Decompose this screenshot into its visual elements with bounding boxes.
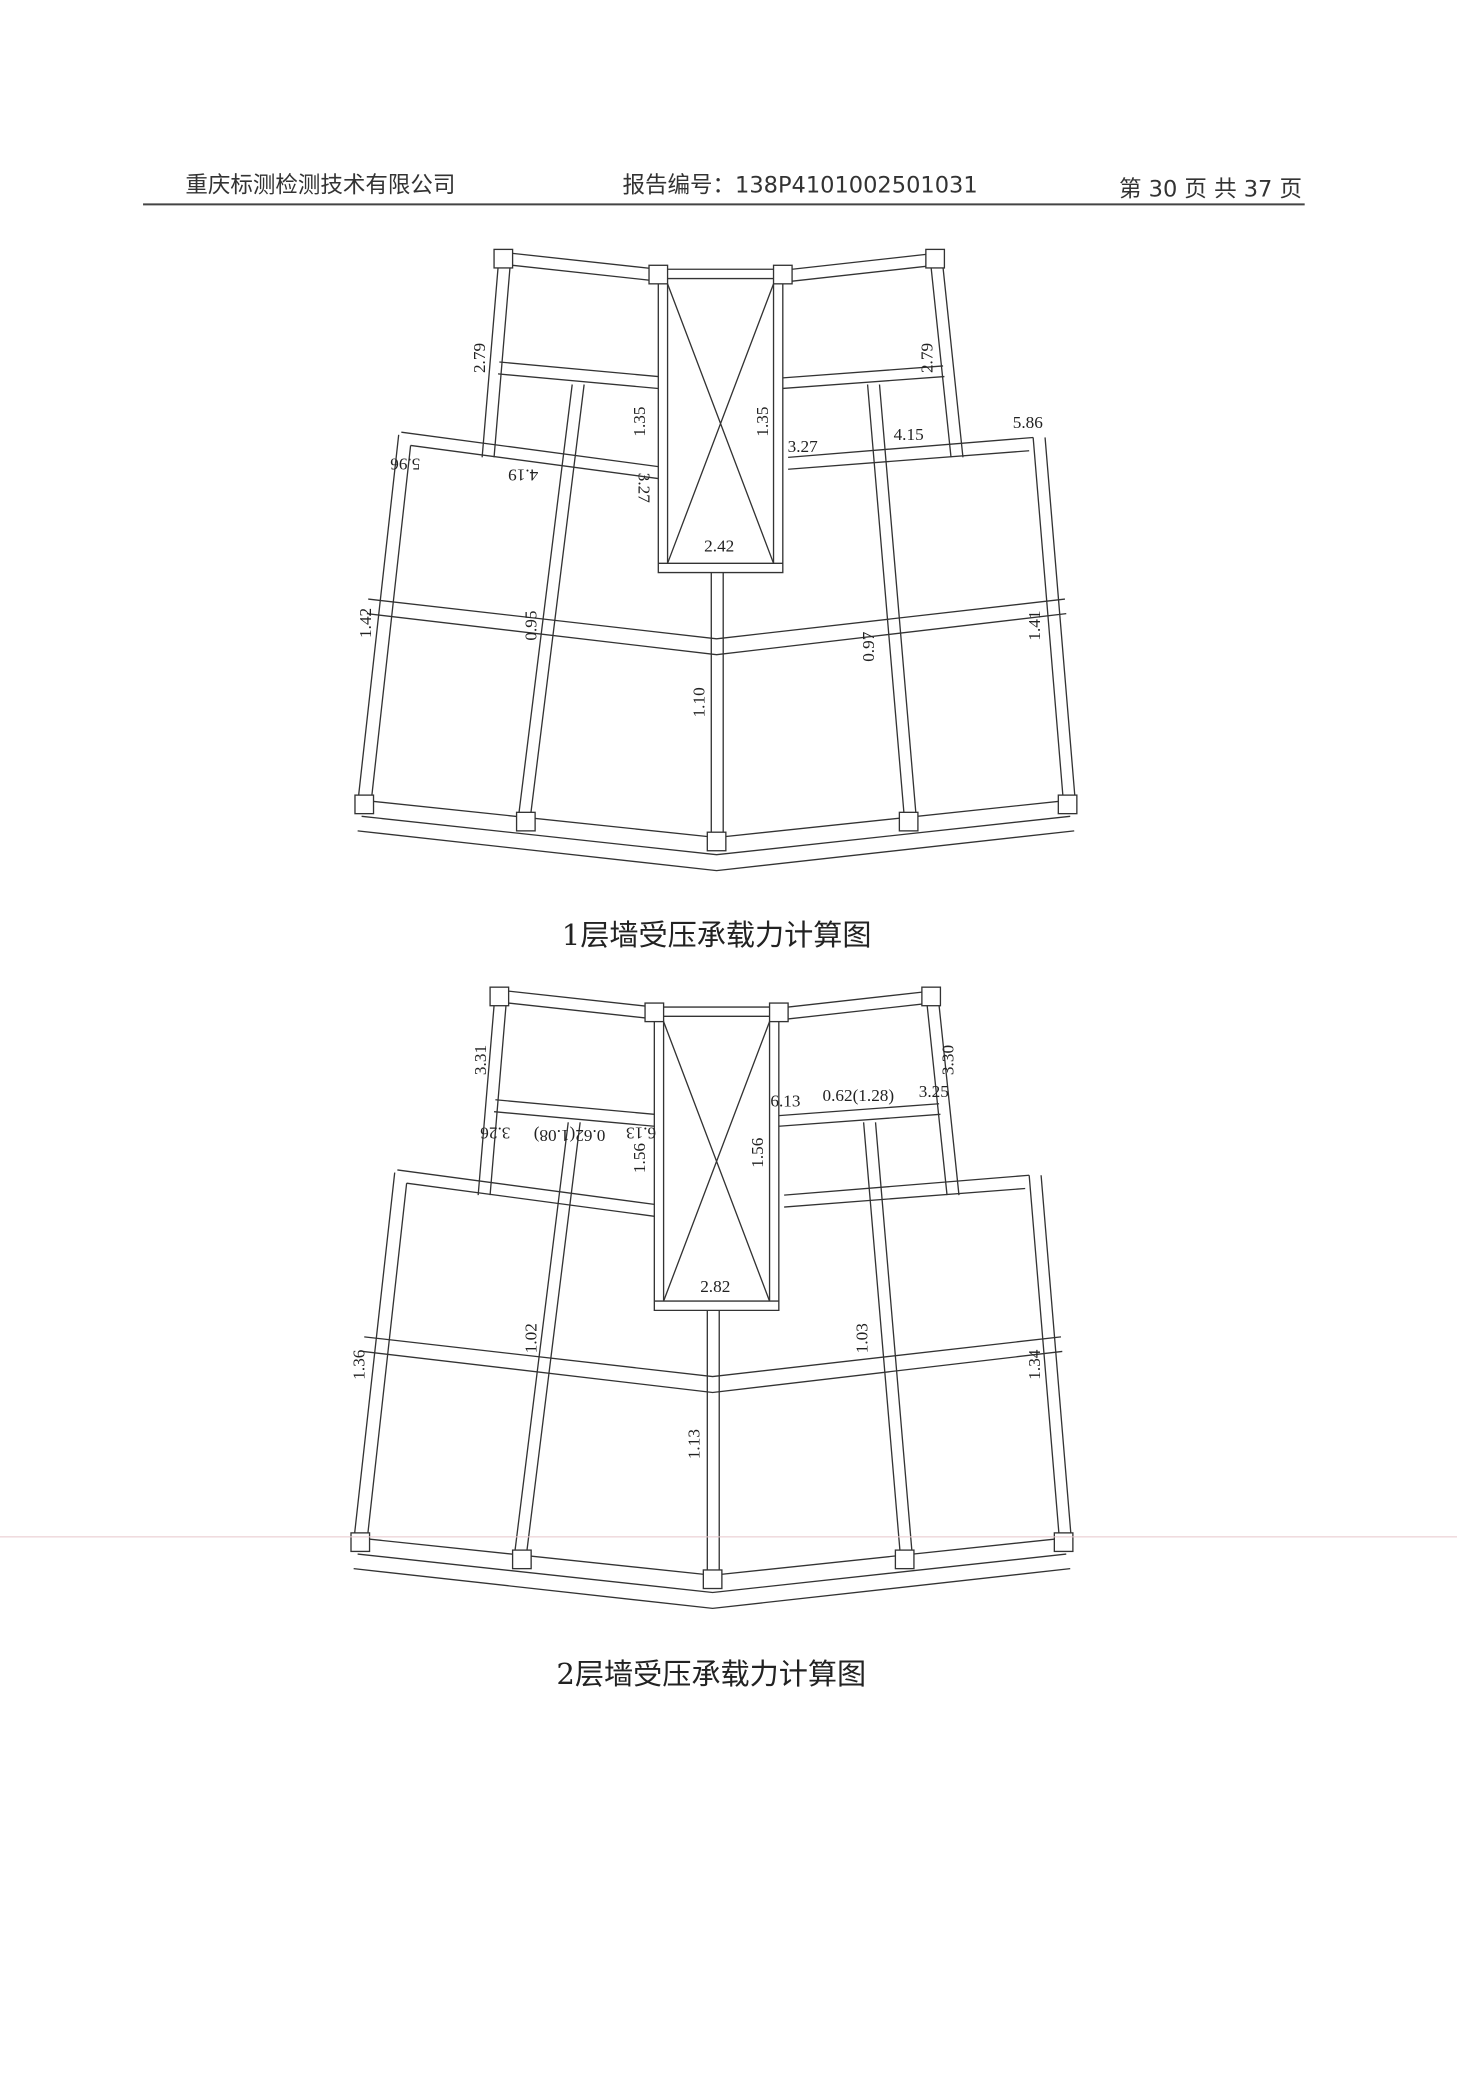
dim-label: 3.27	[634, 473, 653, 504]
dim-label: 1.03	[853, 1323, 872, 1353]
dim-label: 1.02	[521, 1323, 540, 1353]
dim-label: 2.82	[700, 1277, 730, 1296]
dim-label: 3.31	[471, 1045, 490, 1075]
dim-label: 3.26	[480, 1124, 511, 1143]
dim-label: 4.15	[894, 425, 924, 444]
floor-2-plan: 3.31 3.30 6.13 0.62(1.28) 3.25 3.26 0.62…	[349, 986, 1074, 1691]
dim-label: 1.56	[630, 1143, 649, 1174]
dim-label: 1.36	[349, 1349, 368, 1380]
floor-1-plan: 2.79 2.79 1.35 1.35 3.27 4.15 5.86 5.96 …	[354, 248, 1078, 952]
floor-1-title: 1层墙受压承载力计算图	[562, 918, 872, 952]
dim-label: 0.95	[521, 611, 540, 641]
dim-label: 2.42	[704, 536, 734, 555]
dim-label: 6.13	[626, 1124, 656, 1143]
dim-label: 5.96	[390, 455, 421, 474]
page-info: 第 30 页 共 37 页	[1119, 176, 1302, 202]
company-name: 重庆标测检测技术有限公司	[185, 172, 455, 198]
dim-label: 3.25	[919, 1082, 949, 1101]
floor-2-title: 2层墙受压承载力计算图	[556, 1657, 866, 1691]
dim-label: 1.41	[1025, 611, 1044, 641]
dim-label: 0.62(1.28)	[822, 1086, 894, 1105]
dim-label: 0.97	[859, 631, 878, 662]
dim-label: 1.13	[684, 1429, 703, 1459]
dim-label: 1.35	[630, 407, 649, 437]
dim-label: 0.62(1.08)	[534, 1126, 606, 1145]
dim-label: 1.35	[753, 407, 772, 437]
dim-label: 2.79	[470, 343, 489, 373]
dim-label: 1.42	[356, 608, 375, 638]
dim-label: 6.13	[770, 1091, 800, 1110]
dim-label: 3.30	[939, 1045, 958, 1075]
dim-label: 2.79	[917, 343, 936, 373]
dim-label: 4.19	[508, 465, 538, 484]
dim-label: 1.10	[690, 687, 709, 717]
dim-label: 3.27	[788, 437, 819, 456]
report-number: 报告编号：138P4101002501031	[623, 172, 978, 198]
dim-label: 1.56	[748, 1137, 767, 1168]
dim-label: 5.86	[1013, 413, 1044, 432]
dim-label: 1.34	[1025, 1349, 1044, 1380]
